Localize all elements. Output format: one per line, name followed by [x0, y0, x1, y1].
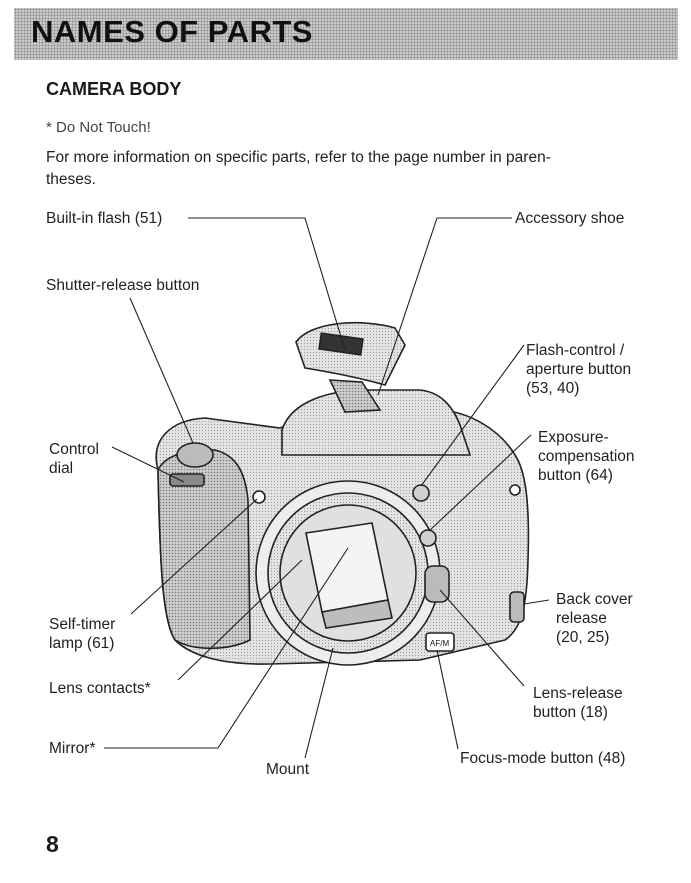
- leader-lines: [104, 217, 550, 759]
- label-mount: Mount: [266, 761, 310, 778]
- label-line: lamp (61): [49, 635, 115, 652]
- leader-mount: [304, 647, 334, 759]
- info-line-1: For more information on specific parts, …: [46, 149, 551, 166]
- label-line: aperture button: [526, 361, 632, 378]
- info-line-2: theses.: [46, 171, 96, 188]
- label-lens-release: Lens-release button (18): [533, 684, 623, 722]
- label-line: Back cover: [556, 591, 633, 608]
- leader-control-dial: [111, 446, 185, 483]
- label-line: Lens-release: [533, 685, 623, 702]
- label-line: release: [556, 610, 607, 627]
- leader-mirror: [104, 547, 349, 749]
- label-exposure-compensation: Exposure- compensation button (64): [538, 428, 635, 485]
- leader-focus-mode: [436, 649, 459, 750]
- label-back-cover-release: Back cover release (20, 25): [556, 590, 633, 647]
- label-line: dial: [49, 460, 74, 477]
- leader-exposure-comp: [428, 434, 532, 532]
- label-self-timer: Self-timer lamp (61): [49, 615, 115, 653]
- label-line: Control: [49, 441, 99, 458]
- label-lens-contacts: Lens contacts*: [49, 680, 151, 697]
- label-line: compensation: [538, 448, 635, 465]
- leader-builtin-flash: [188, 217, 346, 351]
- label-mirror: Mirror*: [49, 740, 96, 757]
- section-title: CAMERA BODY: [46, 79, 182, 99]
- label-flash-control: Flash-control / aperture button (53, 40): [526, 341, 631, 398]
- label-line: (20, 25): [556, 629, 610, 646]
- af-m-marking: AF/M: [430, 639, 449, 648]
- label-line: (53, 40): [526, 380, 580, 397]
- leader-lens-release: [439, 589, 525, 687]
- label-shutter-release: Shutter-release button: [46, 277, 200, 294]
- leader-shutter-release: [129, 297, 194, 444]
- label-accessory-shoe: Accessory shoe: [515, 210, 625, 227]
- leader-lens-contacts: [177, 559, 303, 681]
- label-control-dial: Control dial: [49, 440, 99, 478]
- page-number: 8: [46, 831, 59, 857]
- header-banner: [14, 8, 678, 60]
- info-paragraph: For more information on specific parts, …: [46, 147, 636, 191]
- camera-body: [155, 321, 530, 666]
- label-focus-mode: Focus-mode button (48): [460, 750, 626, 767]
- page-title: NAMES OF PARTS: [31, 14, 313, 49]
- label-builtin-flash: Built-in flash (51): [46, 210, 163, 227]
- label-line: button (64): [538, 467, 613, 484]
- leader-self-timer: [130, 498, 258, 615]
- label-line: button (18): [533, 704, 608, 721]
- do-not-touch-note: * Do Not Touch!: [46, 119, 151, 136]
- label-line: Flash-control /: [526, 342, 625, 359]
- label-line: Self-timer: [49, 616, 116, 633]
- leader-flash-control: [420, 344, 525, 487]
- label-line: Exposure-: [538, 429, 609, 446]
- leader-accessory-shoe: [377, 217, 512, 396]
- leader-back-cover: [523, 599, 550, 605]
